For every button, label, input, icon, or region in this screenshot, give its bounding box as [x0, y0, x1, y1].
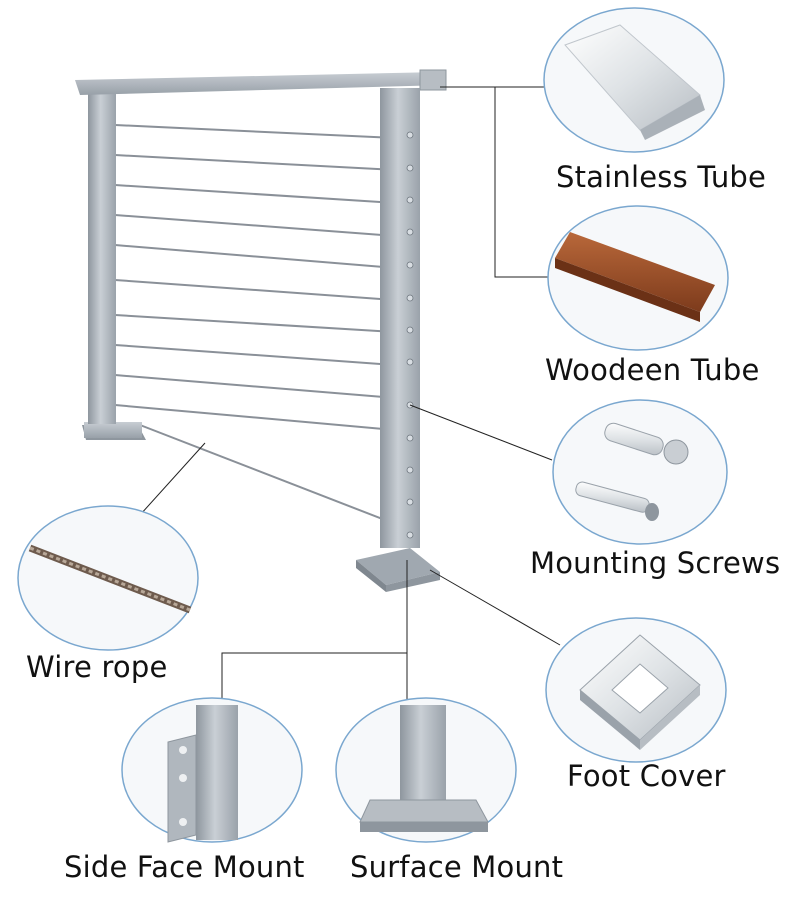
cable-wires [114, 124, 396, 521]
right-post [356, 88, 440, 592]
foot-cover-label: Foot Cover [567, 759, 726, 793]
mounting-screws-label: Mounting Screws [530, 546, 781, 580]
wooden-tube-callout [547, 205, 729, 351]
railing-assembly [75, 69, 447, 592]
top-rail [75, 69, 447, 95]
wooden-tube-label: Woodeen Tube [545, 353, 760, 387]
wire-rope-label: Wire rope [26, 650, 168, 684]
left-post [82, 88, 146, 440]
foot-cover-callout [545, 617, 727, 763]
side-face-mount-label: Side Face Mount [64, 850, 305, 884]
leader-lines [139, 86, 561, 705]
surface-mount-callout [335, 697, 517, 843]
mounting-screws-callout [552, 399, 728, 545]
post-screw-heads [406, 131, 414, 539]
surface-mount-label: Surface Mount [350, 850, 564, 884]
wire-rope-callout [17, 505, 199, 651]
stainless-tube-label: Stainless Tube [556, 160, 767, 194]
side-face-mount-callout [121, 697, 303, 843]
stainless-tube-callout [543, 7, 725, 153]
